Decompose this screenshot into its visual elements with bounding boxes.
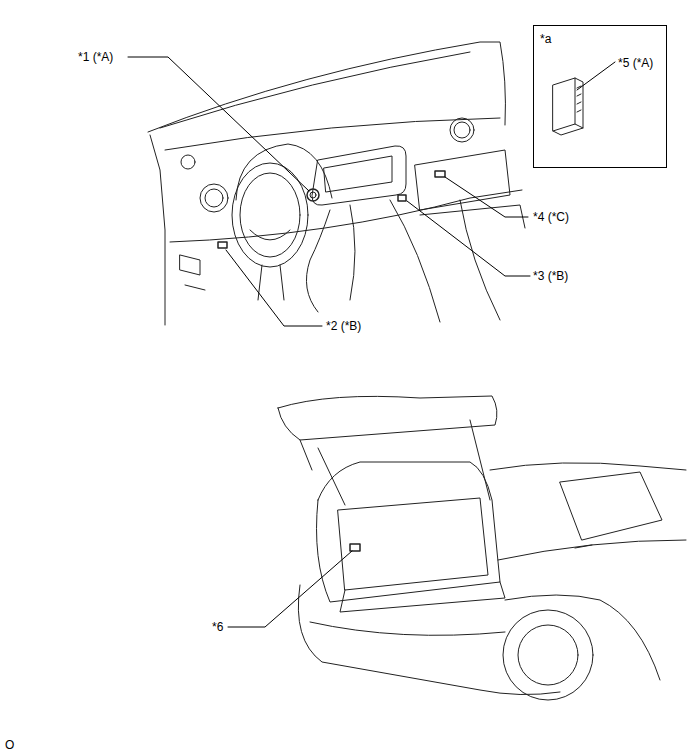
- inset-letter: *a: [540, 32, 551, 46]
- callout-number: *5 (*A): [618, 56, 653, 70]
- figure-code: O: [5, 738, 14, 752]
- callout-number: *1 (*A): [78, 50, 113, 64]
- figure-code: *6: [212, 620, 223, 634]
- callout-number: *2 (*B): [326, 319, 361, 333]
- callout-number: *4 (*C): [533, 210, 569, 224]
- inset-box: *a *5 (*A): [533, 25, 667, 168]
- callout-number: *3 (*B): [533, 269, 568, 283]
- ecu-drawing: [553, 78, 583, 135]
- dashboard-drawing: [148, 42, 525, 325]
- vehicle-rear-drawing: [278, 396, 686, 700]
- leader-lines: [128, 57, 615, 627]
